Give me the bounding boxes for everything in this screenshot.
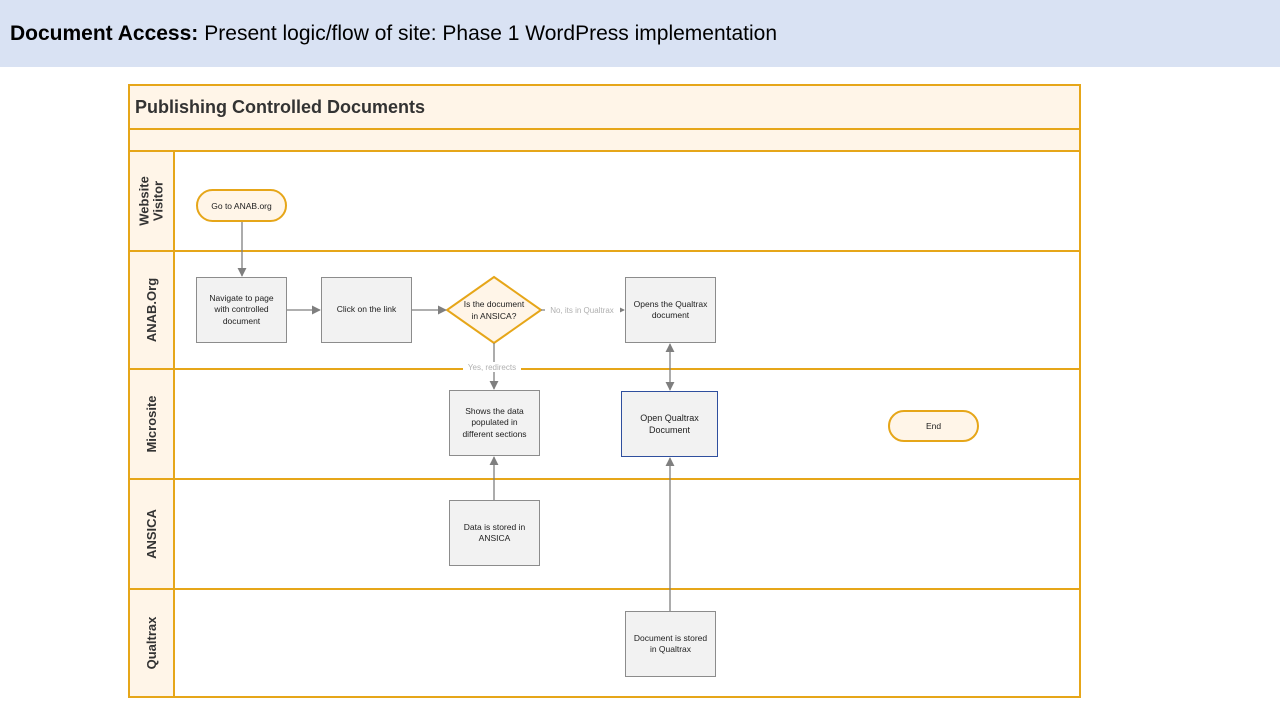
- lane-anab-org: ANAB.Org: [130, 252, 1079, 370]
- data-stored-ansica-node: Data is stored in ANSICA: [449, 500, 540, 566]
- document-stored-qualtrax-node: Document is stored in Qualtrax: [625, 611, 716, 677]
- diagram-spacer-row: [130, 130, 1079, 152]
- open-qualtrax-document-node: Open Qualtrax Document: [621, 391, 718, 457]
- slide-header: Document Access: Present logic/flow of s…: [0, 0, 1280, 67]
- lane-label-qualtrax: Qualtrax: [130, 590, 175, 696]
- click-link-node: Click on the link: [321, 277, 412, 343]
- lane-label-ansica: ANSICA: [130, 480, 175, 588]
- header-title-rest: Present logic/flow of site: Phase 1 Word…: [204, 21, 778, 45]
- lane-microsite: Microsite: [130, 370, 1079, 480]
- end-node: End: [888, 410, 979, 442]
- lane-ansica: ANSICA: [130, 480, 1079, 590]
- swimlane-diagram: Publishing Controlled Documents Website …: [128, 84, 1081, 698]
- lane-label-anab-org: ANAB.Org: [130, 252, 175, 368]
- start-node: Go to ANAB.org: [196, 189, 287, 222]
- header-title-bold: Document Access:: [10, 21, 199, 45]
- shows-data-node: Shows the data populated in different se…: [449, 390, 540, 456]
- lane-label-website-visitor: Website Visitor: [130, 152, 175, 250]
- lane-website-visitor: Website Visitor: [130, 152, 1079, 252]
- lane-label-microsite: Microsite: [130, 370, 175, 478]
- navigate-to-page-node: Navigate to page with controlled documen…: [196, 277, 287, 343]
- lane-qualtrax: Qualtrax: [130, 590, 1079, 696]
- opens-qualtrax-node: Opens the Qualtrax document: [625, 277, 716, 343]
- diagram-title: Publishing Controlled Documents: [130, 86, 1079, 130]
